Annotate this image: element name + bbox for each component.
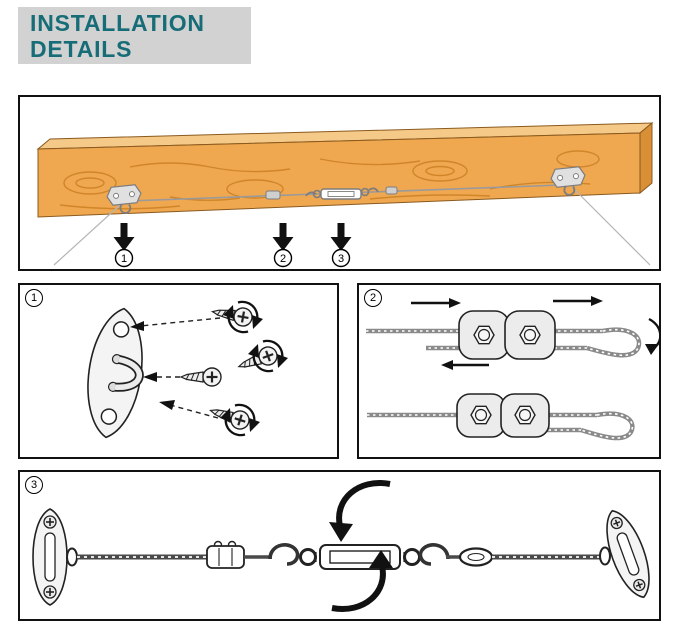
rotation-arrow-icon [223,300,263,334]
step1-panel: 1 [18,283,339,459]
wood-grain [59,150,600,210]
curved-arrow-icon [648,317,659,349]
right-hook [418,543,450,566]
hex-nut [514,405,536,425]
left-hook [268,543,300,566]
overview-panel: 1 2 3 [18,95,661,271]
step3-panel: 3 [18,470,661,621]
curved-arrow-icon [331,565,386,612]
turnbuckle [299,544,421,570]
step1-label: 1 [25,289,43,307]
rotation-arrow-icon [248,339,288,373]
left-pad-eye-plate [32,508,68,606]
direction-arrows [411,296,659,370]
step2-label: 2 [364,289,382,307]
hex-nut [470,405,492,425]
down-arrow-icon [330,223,352,251]
hex-nut [519,325,541,345]
turnbuckle [305,186,398,200]
step2-panel: 2 [357,283,661,459]
right-ring [599,546,611,566]
curved-arrow-icon [336,480,391,527]
rotation-arrows [329,480,393,612]
overview-step-1-number: 1 [121,253,127,265]
overview-step-numbers: 1 2 3 [114,248,351,268]
dashed-guide-arrows [130,317,221,419]
rope-loop [586,327,642,358]
left-anchor-line [53,204,121,266]
left-pad-eye-plate [106,184,142,214]
screw [179,367,222,387]
title-line-2: DETAILS [30,36,133,62]
wooden-beam [36,121,654,218]
down-arrow-icon [113,223,135,251]
title-line-1: INSTALLATION [30,10,205,36]
step1-illustration [87,300,288,439]
rotation-arrow-icon [220,403,260,437]
step3-illustration [32,480,650,612]
duplex-clip-assembly-top [366,296,659,370]
overview-illustration: 1 2 3 [36,121,654,268]
right-pad-eye-plate [606,509,650,599]
rope-clamp [265,190,281,200]
down-arrow-icon [272,223,294,251]
oval-link [458,547,494,567]
right-anchor-line [571,186,651,266]
rope-clamp [206,540,245,569]
step-down-arrows [113,223,352,251]
step2-illustration [366,296,659,441]
overview-step-2-number: 2 [280,253,286,265]
hex-nut [473,325,495,345]
rope-loop [580,411,635,441]
overview-step-3-number: 3 [338,253,344,265]
step3-label: 3 [25,476,43,494]
duplex-clip-assembly-bottom [367,393,635,441]
left-ring [66,547,78,567]
title-banner: INSTALLATION DETAILS [18,7,251,64]
right-pad-eye-plate [550,166,586,196]
pad-eye-plate [87,307,144,439]
